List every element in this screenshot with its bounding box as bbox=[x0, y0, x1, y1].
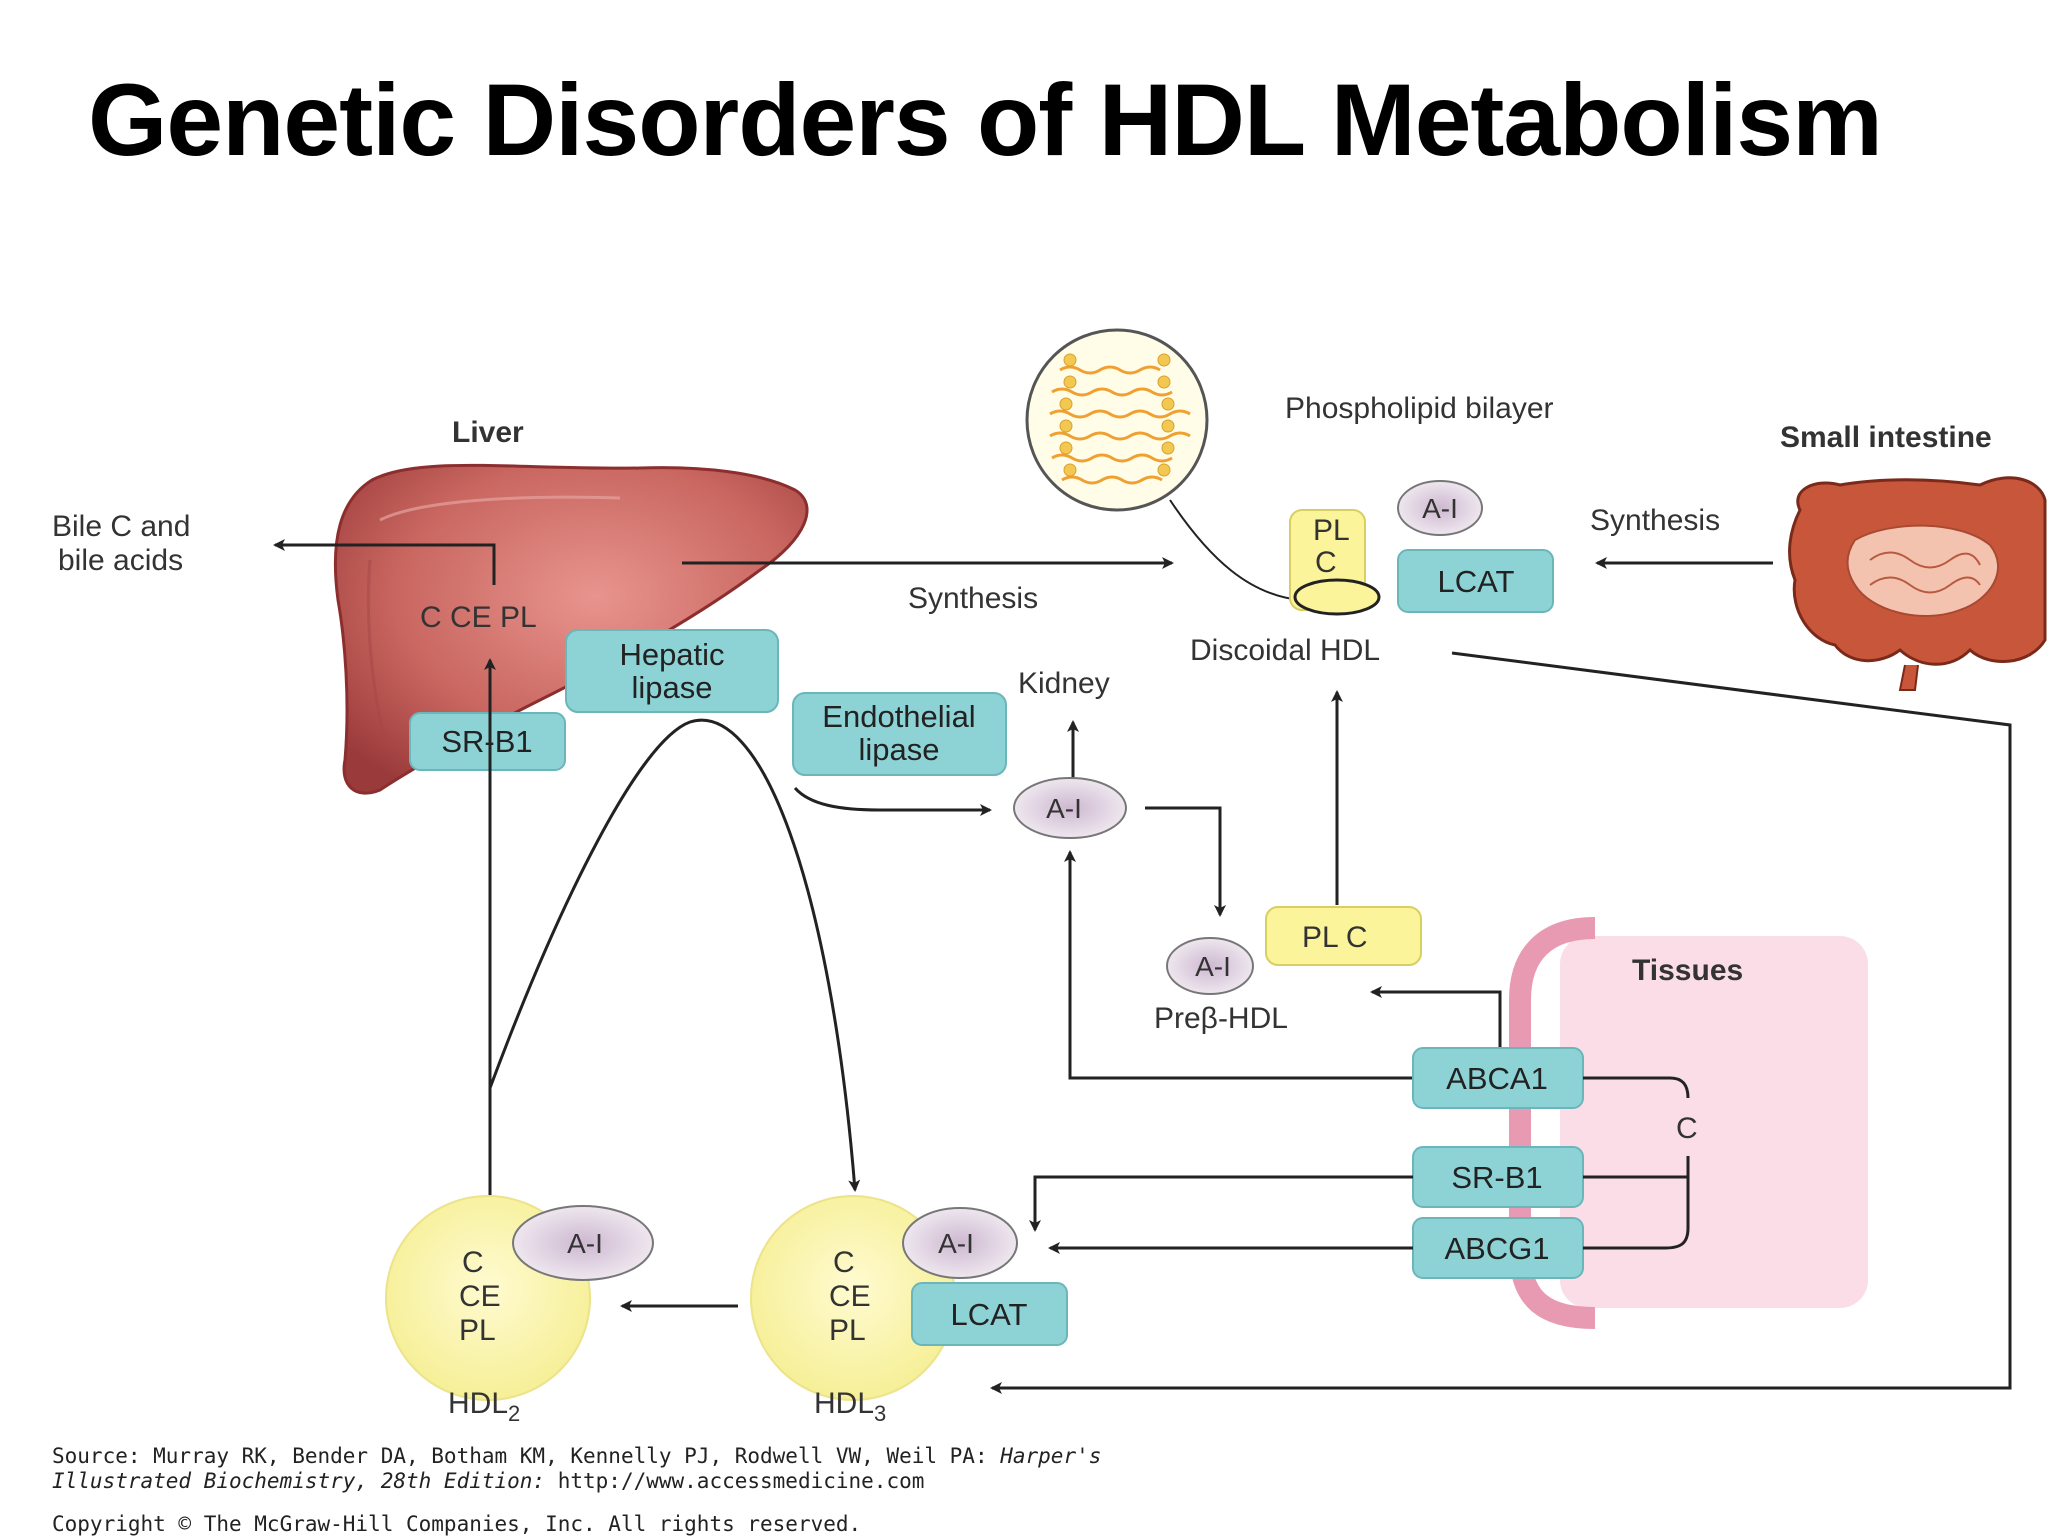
bile-label-line2: bile acids bbox=[58, 544, 183, 577]
small-intestine-label: Small intestine bbox=[1780, 421, 1992, 454]
hdl2-pl-label: PL bbox=[459, 1314, 496, 1347]
discoidal-to-hdl3-arrow bbox=[990, 651, 2012, 1394]
discoidal-pl-label: PL bbox=[1313, 514, 1350, 547]
abca1-to-prebeta-arrow bbox=[1370, 986, 1502, 1048]
discoidal-hdl-label: Discoidal HDL bbox=[1190, 634, 1380, 667]
lcat-discoidal-box bbox=[1397, 549, 1554, 613]
source-line1-b: Harper's bbox=[1000, 1444, 1102, 1468]
lcat-hdl3-label: LCAT bbox=[951, 1297, 1028, 1332]
hdl3-pl-label: PL bbox=[829, 1314, 866, 1347]
hdl2-c-label: C bbox=[462, 1246, 484, 1279]
hdl2-ce-label: CE bbox=[459, 1280, 501, 1313]
hdl3-ce-label: CE bbox=[829, 1280, 871, 1313]
endothelial-to-ai-arrow bbox=[793, 786, 992, 816]
srb1-liver-box bbox=[409, 712, 566, 771]
srb1-to-hdl3-arrow bbox=[1029, 1175, 1413, 1232]
apo-a1-discoidal bbox=[1397, 480, 1483, 536]
tissues-label: Tissues bbox=[1632, 954, 1743, 987]
lcat-hdl3-box bbox=[911, 1282, 1068, 1346]
bile-label-line1: Bile C and bbox=[52, 510, 190, 543]
hdl3-label: HDL3 bbox=[814, 1387, 886, 1426]
srb1-liver-label: SR-B1 bbox=[441, 724, 532, 759]
hdl3-c-label: C bbox=[833, 1246, 855, 1279]
endothelial-lipase-label-1: Endothelial bbox=[822, 699, 975, 734]
prebeta-plc-label: PL C bbox=[1302, 921, 1368, 954]
endothelial-lipase-box bbox=[792, 692, 1007, 776]
source-line2-a: Illustrated Biochemistry, 28th Edition: bbox=[52, 1469, 558, 1493]
prebeta-plc-box bbox=[1265, 906, 1422, 966]
bilayer-connector bbox=[1169, 499, 1301, 601]
apo-a1-hdl3 bbox=[902, 1207, 1018, 1279]
hepatic-lipase-cycle-arrow bbox=[488, 718, 861, 1192]
slide-title: Genetic Disorders of HDL Metabolism bbox=[88, 63, 1883, 177]
hepatic-lipase-label-2: lipase bbox=[632, 670, 713, 705]
apo-a1-discoidal-label: A-I bbox=[1422, 493, 1458, 524]
source-line1-a: Source: Murray RK, Bender DA, Botham KM,… bbox=[52, 1444, 1001, 1468]
srb1-tissue-label: SR-B1 bbox=[1451, 1160, 1542, 1195]
tissues-region bbox=[1560, 936, 1868, 1308]
synthesis-liver-label: Synthesis bbox=[908, 582, 1038, 615]
discoidal-c-label: C bbox=[1315, 546, 1337, 579]
apo-a1-free-label: A-I bbox=[1046, 793, 1082, 824]
abca1-to-ai-arrow bbox=[1064, 850, 1415, 1080]
hepatic-lipase-box bbox=[565, 629, 779, 713]
bile-arrow bbox=[273, 539, 496, 585]
liver-label: Liver bbox=[452, 416, 524, 449]
ai-to-prebeta-arrow bbox=[1145, 806, 1226, 917]
source-caption: Source: Murray RK, Bender DA, Botham KM,… bbox=[52, 1444, 1101, 1494]
cholesterol-label: C bbox=[1676, 1112, 1698, 1145]
apo-a1-prebeta bbox=[1166, 937, 1254, 995]
lcat-discoidal-label: LCAT bbox=[1438, 564, 1515, 599]
apo-a1-hdl3-label: A-I bbox=[938, 1228, 974, 1259]
source-link[interactable]: http://www.accessmedicine.com bbox=[557, 1469, 925, 1493]
prebeta-hdl-label: Preβ-HDL bbox=[1154, 1002, 1288, 1035]
apo-a1-hdl2 bbox=[512, 1205, 654, 1281]
copyright-line: Copyright © The McGraw-Hill Companies, I… bbox=[52, 1512, 862, 1536]
cholesterol-bracket-bottom bbox=[1583, 1156, 1690, 1250]
phospholipid-bilayer-icon bbox=[1025, 328, 1209, 512]
apo-a1-prebeta-label: A-I bbox=[1195, 951, 1231, 982]
hepatic-lipase-label-1: Hepatic bbox=[619, 637, 724, 672]
abcg1-label: ABCG1 bbox=[1444, 1231, 1549, 1266]
small-intestine-icon bbox=[1788, 476, 2047, 691]
liver-contents-label: C CE PL bbox=[420, 601, 537, 634]
discoidal-hdl-particle bbox=[1289, 509, 1381, 616]
abca1-label: ABCA1 bbox=[1446, 1061, 1548, 1096]
hdl2-label: HDL2 bbox=[448, 1387, 520, 1426]
bilayer-label: Phospholipid bilayer bbox=[1285, 392, 1554, 425]
cholesterol-bracket-top bbox=[1583, 1076, 1690, 1099]
apo-a1-hdl2-label: A-I bbox=[567, 1228, 603, 1259]
apo-a1-free bbox=[1013, 777, 1127, 839]
tissue-membrane bbox=[1509, 917, 1596, 1329]
synthesis-intestine-label: Synthesis bbox=[1590, 504, 1720, 537]
endothelial-lipase-label-2: lipase bbox=[859, 732, 940, 767]
kidney-label: Kidney bbox=[1018, 667, 1110, 700]
